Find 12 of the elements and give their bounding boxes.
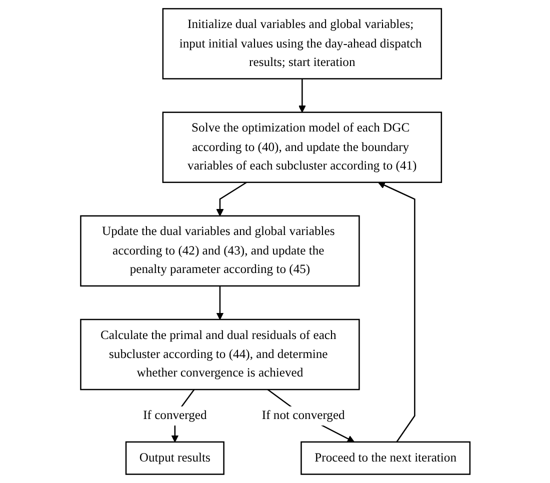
node-box: Output results	[125, 441, 224, 475]
arrow	[216, 286, 224, 320]
edge-label: If not converged	[262, 408, 345, 422]
node-box: Update the dual variables and global variables according to (42) and (43), and update the penalty parameter according to (45)	[80, 215, 360, 287]
arrow	[378, 182, 415, 442]
arrow	[216, 182, 247, 216]
node-box: Initialize dual variables and global variables; input initial values using the day-ahead dispatch results; start iteration	[162, 8, 442, 80]
node-box: Solve the optimization model of each DGC according to (40), and update the boundary variables of each subcluster according to (41)	[162, 112, 442, 183]
node-box: Calculate the primal and dual residuals of each subcluster according to (44), and determine whether convergence is achieved	[80, 318, 360, 390]
edge-label: If converged	[142, 408, 206, 422]
node-box: Proceed to the next iteration	[300, 441, 470, 475]
arrow	[298, 78, 306, 113]
